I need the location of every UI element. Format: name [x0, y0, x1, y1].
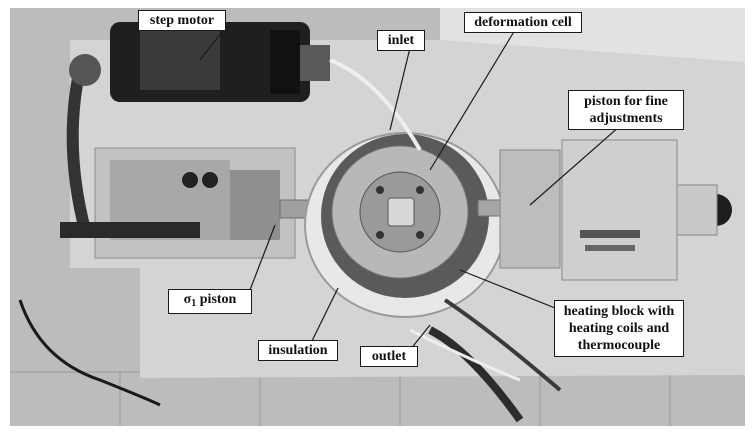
label-step-motor: step motor	[138, 10, 226, 31]
power-cable	[18, 299, 161, 407]
bolt	[376, 231, 384, 239]
label-heating-line3: thermocouple	[577, 338, 661, 353]
right-housing	[499, 139, 732, 281]
outlet-tube	[409, 328, 521, 382]
label-insulation: insulation	[258, 340, 338, 361]
label-inlet: inlet	[377, 30, 425, 51]
label-heating-line1: heating block with	[563, 304, 675, 319]
bolt	[376, 186, 384, 194]
left-housing	[60, 147, 296, 259]
label-inlet-text: inlet	[387, 33, 415, 48]
inlet-tube	[329, 58, 422, 151]
label-outlet: outlet	[360, 346, 418, 367]
label-heating-line2: heating coils and	[568, 321, 670, 336]
bolt	[416, 186, 424, 194]
bolt	[416, 231, 424, 239]
label-piston-fine-adjustments: piston for fine adjustments	[568, 90, 684, 130]
label-piston-fine-line1: piston for fine	[584, 94, 668, 109]
step-motor	[110, 22, 330, 102]
cable	[428, 326, 524, 423]
label-sigma-symbol: σ	[183, 292, 192, 307]
label-sigma-piston: σ1 piston	[168, 289, 252, 314]
label-deformation-cell: deformation cell	[464, 12, 582, 33]
pulley-top	[69, 54, 101, 86]
label-heating-block: heating block with heating coils and the…	[554, 300, 684, 357]
label-piston-fine-line2: adjustments	[589, 111, 663, 126]
leader-lines	[199, 27, 621, 351]
cell-window	[387, 197, 415, 227]
label-sigma-text: piston	[196, 292, 237, 307]
label-step-motor-text: step motor	[149, 13, 215, 28]
cable	[443, 298, 562, 392]
label-outlet-text: outlet	[371, 349, 407, 364]
label-insulation-text: insulation	[268, 343, 328, 358]
label-sigma-subscript: 1	[191, 298, 197, 309]
label-deformation-cell-text: deformation cell	[474, 15, 572, 30]
